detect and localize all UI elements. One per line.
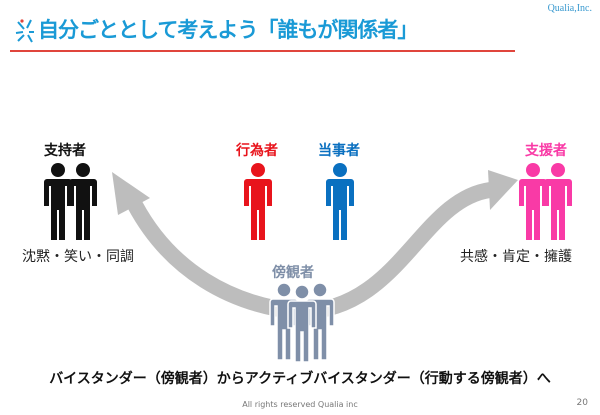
- victim-figure: [326, 163, 354, 240]
- logo-icon: [15, 19, 34, 43]
- perpetrator-label: 行為者: [236, 143, 278, 159]
- victim-label: 当事者: [318, 143, 360, 159]
- title-underline: [10, 50, 515, 52]
- footer-message: バイスタンダー（傍観者）からアクティブバイスタンダー（行動する傍観者）へ: [49, 371, 551, 387]
- page-title: 自分ごととして考えよう「誰もが関係者」: [38, 18, 418, 42]
- bystander-figures: [269, 282, 335, 363]
- right-arrowhead: [488, 170, 518, 210]
- perpetrator-figure: [244, 163, 272, 240]
- helper-figures: [519, 163, 572, 240]
- supporters-desc: 沈黙・笑い・同調: [22, 249, 134, 265]
- supporters-label: 支持者: [44, 143, 86, 159]
- left-arrow: [127, 201, 301, 320]
- supporter-figures: [44, 163, 97, 240]
- copyright: All rights reserved Qualia inc: [242, 400, 358, 409]
- helpers-label: 支援者: [525, 143, 567, 159]
- page-number: 20: [576, 398, 588, 408]
- bystanders-label: 傍観者: [272, 265, 314, 281]
- helpers-desc: 共感・肯定・擁護: [460, 249, 572, 265]
- brand-name: Qualia,Inc.: [547, 3, 592, 14]
- left-arrowhead: [112, 172, 150, 215]
